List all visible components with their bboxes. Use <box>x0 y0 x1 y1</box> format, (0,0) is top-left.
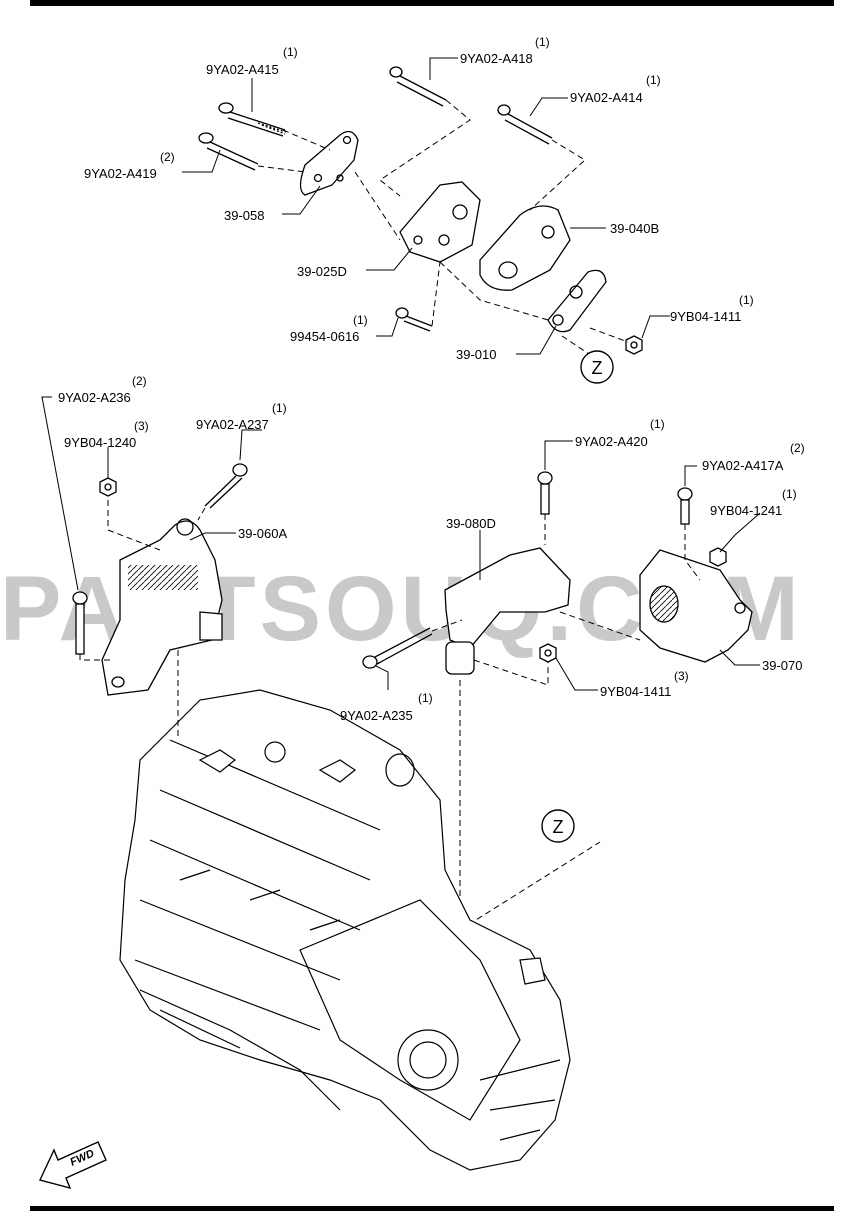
callout-9ya02-a236: (2) 9YA02-A236 <box>58 374 147 405</box>
bolt-a235-icon <box>362 627 433 669</box>
right-mount-assembly <box>362 471 753 675</box>
callout-9yb04-1411-right: (3) 9YB04-1411 <box>600 669 689 699</box>
bolt-99454-icon <box>395 307 433 332</box>
callout-39-025d: 39-025D <box>297 264 347 279</box>
zoom-marker-engine: Z <box>541 809 575 843</box>
svg-text:9YA02-A415: 9YA02-A415 <box>206 62 279 77</box>
svg-text:9YA02-A237: 9YA02-A237 <box>196 417 269 432</box>
callout-9ya02-a237: (1) 9YA02-A237 <box>196 401 287 432</box>
callout-9ya02-a420: (1) 9YA02-A420 <box>575 417 665 449</box>
bottom-border <box>30 1206 834 1211</box>
bolt-a420-icon <box>537 471 553 515</box>
svg-text:39-040B: 39-040B <box>610 221 659 236</box>
bracket-39-025d-icon <box>399 181 481 263</box>
svg-text:39-060A: 39-060A <box>238 526 287 541</box>
callout-9yb04-1240: (3) 9YB04-1240 <box>64 419 149 450</box>
svg-text:(1): (1) <box>782 487 797 501</box>
callout-9ya02-a235: (1) 9YA02-A235 <box>340 691 433 723</box>
callout-9ya02-a414: (1) 9YA02-A414 <box>570 73 661 105</box>
svg-text:(1): (1) <box>739 293 754 307</box>
top-border <box>30 0 834 6</box>
svg-text:9YA02-A236: 9YA02-A236 <box>58 390 131 405</box>
svg-text:Z: Z <box>592 358 603 378</box>
engine-transaxle-assembly <box>119 689 571 1171</box>
svg-text:(1): (1) <box>418 691 433 705</box>
mount-39-060a-icon <box>101 520 223 696</box>
svg-text:(1): (1) <box>272 401 287 415</box>
leader-lines <box>41 57 761 691</box>
svg-text:(2): (2) <box>160 150 175 164</box>
svg-text:9YA02-A235: 9YA02-A235 <box>340 708 413 723</box>
callout-39-080d: 39-080D <box>446 516 496 531</box>
bracket-39-058-icon <box>299 130 359 196</box>
bracket-39-010-icon <box>547 269 607 333</box>
svg-text:(3): (3) <box>674 669 689 683</box>
svg-text:9YB04-1411: 9YB04-1411 <box>670 309 741 324</box>
zoom-marker-top: Z <box>580 350 614 384</box>
bolt-a419-icon <box>198 132 259 171</box>
callout-9ya02-a415: (1) 9YA02-A415 <box>206 45 298 77</box>
nut-9yb04-1240-icon <box>99 477 117 497</box>
svg-text:9YB04-1241: 9YB04-1241 <box>710 503 782 518</box>
fwd-arrow-icon: FWD <box>39 1141 107 1190</box>
svg-text:39-058: 39-058 <box>224 208 264 223</box>
left-mount-assembly <box>72 463 248 696</box>
callout-9ya02-a417a: (2) 9YA02-A417A <box>702 441 805 473</box>
mount-39-080d-icon <box>444 547 571 649</box>
svg-text:9YA02-A418: 9YA02-A418 <box>460 51 533 66</box>
svg-text:99454-0616: 99454-0616 <box>290 329 359 344</box>
nut-9yb04-1411-top-icon <box>625 335 643 355</box>
callout-labels: (1) 9YA02-A415 (1) 9YA02-A418 (1) 9YA02-… <box>58 35 805 723</box>
svg-text:9YA02-A417A: 9YA02-A417A <box>702 458 784 473</box>
svg-text:9YA02-A420: 9YA02-A420 <box>575 434 648 449</box>
bolt-a237-icon <box>204 463 248 509</box>
top-mount-assembly <box>198 66 643 355</box>
bolt-a415-icon <box>218 102 287 137</box>
bolt-a236-icon <box>72 591 88 655</box>
callout-9yb04-1411-top: (1) 9YB04-1411 <box>670 293 754 324</box>
svg-text:(2): (2) <box>132 374 147 388</box>
bolt-a414-icon <box>497 104 553 145</box>
svg-text:39-080D: 39-080D <box>446 516 496 531</box>
svg-text:(1): (1) <box>646 73 661 87</box>
callout-39-040b: 39-040B <box>610 221 659 236</box>
svg-text:Z: Z <box>553 817 564 837</box>
callout-9ya02-a418: (1) 9YA02-A418 <box>460 35 550 66</box>
callout-39-060a: 39-060A <box>238 526 287 541</box>
svg-text:(1): (1) <box>650 417 665 431</box>
svg-text:39-070: 39-070 <box>762 658 802 673</box>
callout-39-070: 39-070 <box>762 658 802 673</box>
svg-text:(1): (1) <box>353 313 368 327</box>
svg-text:9YA02-A419: 9YA02-A419 <box>84 166 157 181</box>
top-assembly-guides <box>257 99 629 361</box>
svg-text:39-010: 39-010 <box>456 347 496 362</box>
callout-9ya02-a419: (2) 9YA02-A419 <box>84 150 175 181</box>
nut-9yb04-1241-icon <box>709 547 727 567</box>
bolt-a417a-icon <box>677 487 693 525</box>
callout-39-058: 39-058 <box>224 208 264 223</box>
callout-39-010: 39-010 <box>456 347 496 362</box>
svg-text:9YB04-1411: 9YB04-1411 <box>600 684 671 699</box>
callout-99454-0616: (1) 99454-0616 <box>290 313 368 344</box>
bolt-a418-icon <box>389 66 447 107</box>
svg-text:39-025D: 39-025D <box>297 264 347 279</box>
svg-text:9YB04-1240: 9YB04-1240 <box>64 435 136 450</box>
svg-text:(3): (3) <box>134 419 149 433</box>
svg-text:(2): (2) <box>790 441 805 455</box>
svg-text:(1): (1) <box>283 45 298 59</box>
nut-9yb04-1411-right-icon <box>539 643 557 663</box>
mount-39-040b-icon <box>479 205 571 291</box>
svg-text:9YA02-A414: 9YA02-A414 <box>570 90 643 105</box>
callout-9yb04-1241: (1) 9YB04-1241 <box>710 487 797 518</box>
engine-outline <box>119 689 571 1171</box>
left-mount-guides <box>79 500 206 720</box>
svg-text:(1): (1) <box>535 35 550 49</box>
